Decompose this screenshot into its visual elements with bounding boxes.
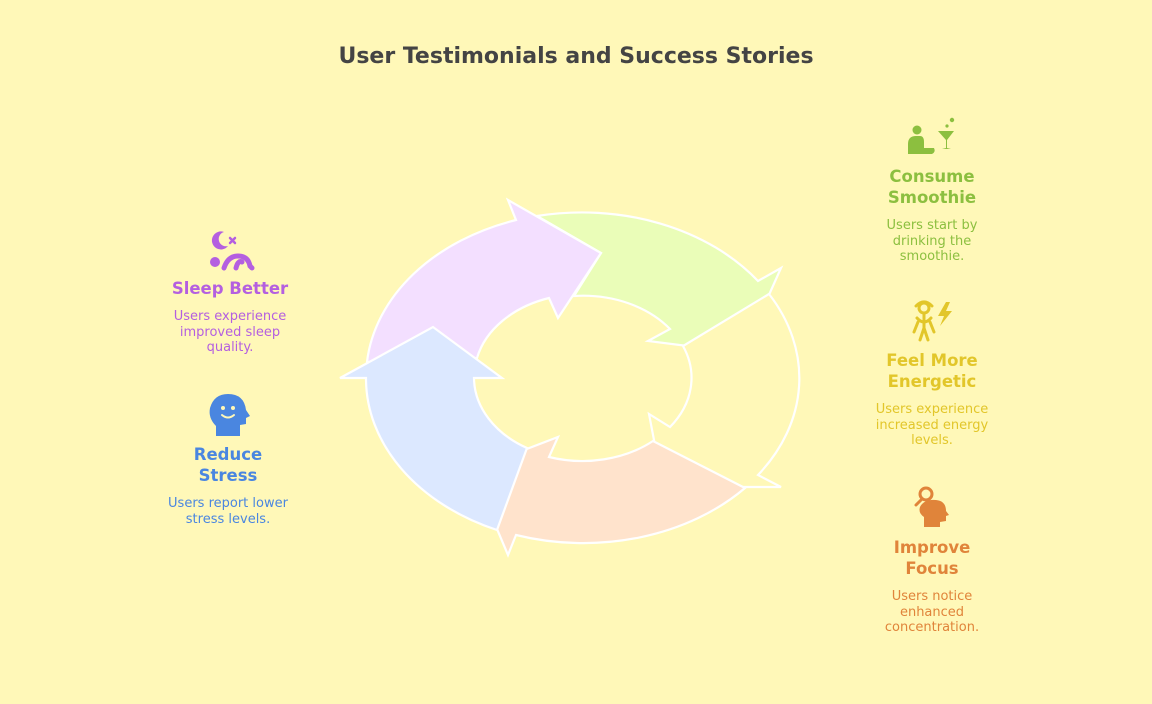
cycle-arrow-reduce-stress (339, 325, 529, 532)
step-title: Reduce Stress (193, 445, 263, 485)
step-description: Users report lower stress levels. (168, 496, 288, 527)
cycle-arrow-feel-energetic (647, 292, 801, 489)
step-title: Sleep Better (171, 279, 289, 298)
step-consume-smoothie: Consume Smoothie Users start by drinking… (832, 114, 1032, 265)
energetic-person-icon (912, 300, 952, 342)
step-title: Feel More Energetic (886, 351, 978, 391)
step-description: Users experience improved sleep quality. (173, 309, 287, 355)
step-description: Users start by drinking the smoothie. (886, 218, 978, 264)
step-reduce-stress: Reduce Stress Users report lower stress … (128, 392, 328, 527)
cycle-arrow-sleep-better (365, 197, 603, 364)
head-magnifier-icon (914, 486, 949, 527)
step-feel-more-energetic: Feel More Energetic Users experience inc… (832, 298, 1032, 449)
step-title: Consume Smoothie (887, 167, 977, 207)
diagram-title: User Testimonials and Success Stories (338, 44, 814, 69)
step-sleep-better: Sleep Better Users experience improved s… (130, 228, 330, 356)
person-drinking-icon (908, 117, 955, 154)
step-description: Users experience increased energy levels… (875, 402, 989, 448)
sleeping-person-icon (210, 231, 255, 271)
step-description: Users notice enhanced concentration. (884, 589, 980, 635)
cycle-arrow-improve-focus (470, 435, 747, 558)
smiling-head-icon (209, 394, 250, 436)
step-title: Improve Focus (893, 538, 971, 578)
cycle-arrow-consume-smoothie (533, 211, 784, 355)
step-improve-focus: Improve Focus Users notice enhanced conc… (832, 485, 1032, 636)
